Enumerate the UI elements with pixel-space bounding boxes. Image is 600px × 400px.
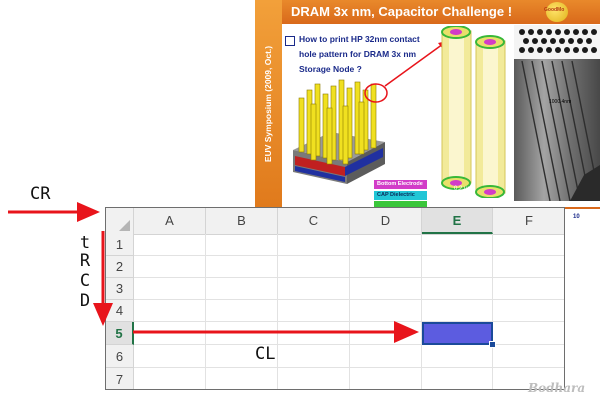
label-trcd-t: t	[79, 233, 91, 253]
slide-body-line: hole pattern for DRAM 3x nm	[299, 49, 417, 59]
slide-sidebar: EUV Symposium (2009, Oct.)	[255, 0, 282, 207]
legend-swatch	[374, 201, 427, 207]
label-cl: CL	[255, 344, 276, 364]
column-header-d[interactable]: D	[350, 208, 422, 234]
grid-line	[277, 234, 278, 389]
label-trcd-d: D	[79, 291, 91, 311]
select-all-button[interactable]	[106, 208, 134, 234]
slide-body-text: How to print HP 32nm contact hole patter…	[299, 32, 464, 77]
column-header-a[interactable]: A	[134, 208, 206, 234]
row-header-3[interactable]: 3	[106, 278, 134, 300]
column-header-c[interactable]: C	[278, 208, 350, 234]
row-header-7[interactable]: 7	[106, 368, 134, 389]
slide-title: DRAM 3x nm, Capacitor Challenge !	[291, 4, 513, 19]
row-header-4[interactable]: 4	[106, 300, 134, 322]
legend-cap-dielectric: CAP Dielectric	[374, 191, 427, 200]
row-header-6[interactable]: 6	[106, 345, 134, 368]
embedded-slide: EUV Symposium (2009, Oct.) DRAM 3x nm, C…	[255, 0, 600, 222]
spreadsheet-grid[interactable]: A B C D E F 1 2 3 4 5 6 7	[105, 207, 565, 390]
row-header-2[interactable]: 2	[106, 256, 134, 278]
column-header-b[interactable]: B	[206, 208, 278, 234]
cr-arrow	[8, 202, 100, 222]
capacitor-array-illustration	[293, 79, 385, 184]
column-header-f[interactable]: F	[493, 208, 564, 234]
label-cr: CR	[30, 184, 51, 204]
logo-text: GoodMo	[544, 7, 565, 13]
watermark: Bodhara	[528, 381, 586, 395]
grid-line	[205, 234, 206, 389]
column-header-e[interactable]: E	[422, 208, 493, 234]
trcd-arrow	[93, 231, 113, 326]
scale-label: 1000.4nm	[549, 99, 572, 105]
slide-body-line: How to print HP 32nm contact	[299, 34, 420, 44]
row-header-1[interactable]: 1	[106, 234, 134, 256]
cl-arrow	[133, 321, 419, 343]
grid-line	[349, 234, 350, 389]
storage-node-cylinders	[441, 26, 506, 198]
selected-cell-e5[interactable]	[422, 322, 493, 345]
slide-page-number: 10	[573, 214, 580, 220]
slide-body-line: Storage Node ?	[299, 64, 362, 74]
grid-line	[421, 234, 422, 389]
fill-handle[interactable]	[489, 341, 496, 348]
logo-icon	[546, 2, 568, 22]
scale-label: 0.2 μm	[454, 186, 473, 192]
grid-line	[492, 234, 493, 389]
tem-image	[514, 25, 600, 201]
checkbox-bullet-icon	[285, 36, 295, 46]
label-trcd-c: C	[79, 271, 91, 291]
label-trcd-r: R	[79, 251, 91, 271]
select-all-triangle-icon	[119, 220, 130, 231]
legend-bottom-electrode: Bottom Electrode	[374, 180, 427, 189]
